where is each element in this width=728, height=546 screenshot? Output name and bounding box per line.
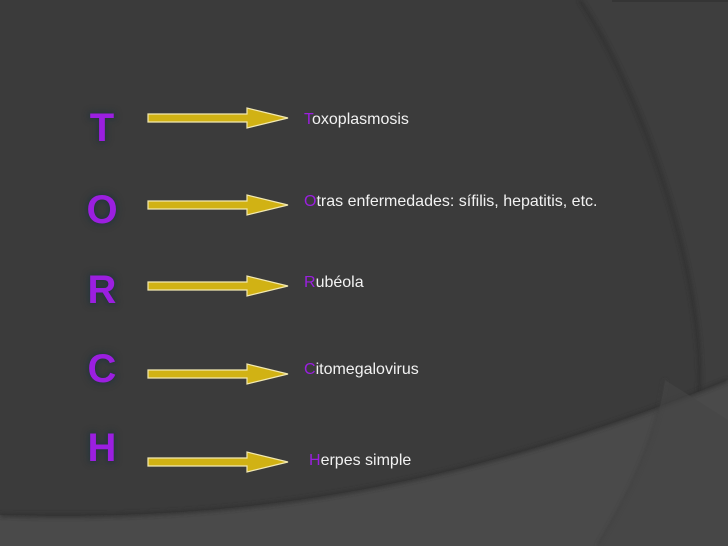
label-initial: O [304,193,317,210]
label-rest: ubéola [315,274,364,291]
torch-letter-r: R [87,268,117,312]
label-initial: H [309,452,321,469]
label-initial: R [304,274,316,291]
label-rest: erpes simple [320,452,412,469]
arrow-right-icon [147,451,289,473]
torch-letter-h: H [87,426,117,470]
arrow-right-icon [147,363,289,385]
label-initial: T [304,111,312,128]
label-rest: itomegalovirus [315,361,419,378]
label-initial: C [304,361,316,378]
label-rest: tras enfermedades: sífilis, hepatitis, e… [316,193,598,210]
torch-letter-t: T [89,106,115,150]
torch-letter-c: C [87,347,117,391]
torch-letter-o: O [86,188,118,232]
arrow-right-icon [147,275,289,297]
torch-label-herpes: Herpes simple [309,451,411,471]
arrow-right-icon [147,194,289,216]
arrow-right-icon [147,107,289,129]
torch-label-citomegalovirus: Citomegalovirus [304,360,419,380]
torch-label-toxoplasmosis: Toxoplasmosis [304,110,409,130]
label-rest: oxoplasmosis [312,111,409,128]
torch-label-rubeola: Rubéola [304,273,364,293]
torch-label-otras: Otras enfermedades: sífilis, hepatitis, … [304,192,597,212]
